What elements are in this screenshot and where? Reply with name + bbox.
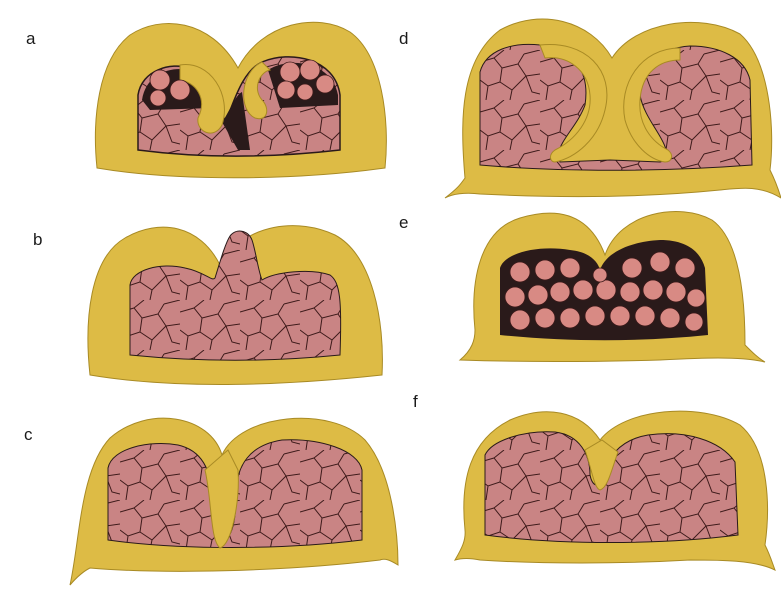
panel-e: [460, 211, 765, 362]
panel-label-d: d: [399, 29, 408, 48]
panel-label-e: e: [399, 213, 408, 232]
panel-d: [445, 19, 781, 198]
panel-c: [70, 418, 398, 585]
panel-label-f: f: [413, 392, 418, 411]
panel-label-c: c: [24, 425, 33, 444]
panel-a: [95, 22, 386, 178]
panel-label-b: b: [33, 230, 42, 249]
panel-f: [455, 411, 775, 570]
panel-label-a: a: [26, 29, 36, 48]
panel-b: [88, 226, 382, 385]
